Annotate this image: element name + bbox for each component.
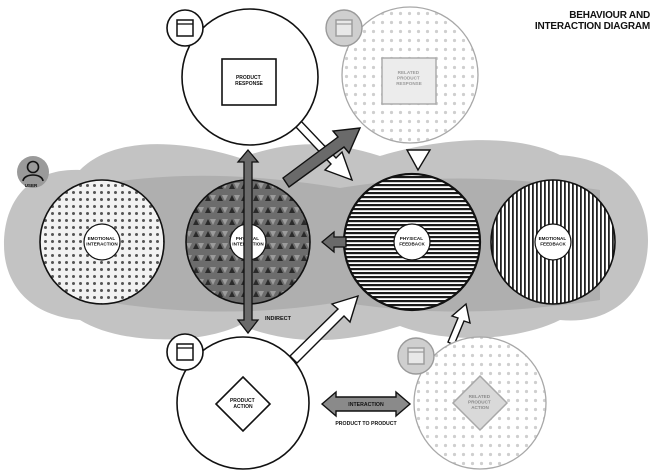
- physical-feedback-label: PHYSICAL FEEDBACK: [399, 236, 425, 247]
- diagram-title-line2: INTERACTION DIAGRAM: [534, 21, 650, 32]
- product-to-product-label: PRODUCT TO PRODUCT: [335, 421, 397, 427]
- product-action-diamond: [214, 375, 272, 433]
- physical-feedback-core: [393, 223, 431, 261]
- product-response-window-icon[interactable]: [166, 9, 204, 47]
- user-label: USER: [25, 183, 38, 188]
- arrow-interaction-vertical: [236, 148, 260, 335]
- product-response-label: PRODUCT RESPONSE: [235, 75, 263, 87]
- emotional-interaction-label: EMOTIONAL INTERACTION: [86, 236, 118, 247]
- related-product-action-diamond: [451, 374, 509, 432]
- related-product-action-label: RELATED PRODUCT ACTION: [468, 394, 492, 410]
- interaction-double-arrow[interactable]: [320, 390, 412, 418]
- product-response-box: [221, 58, 277, 106]
- related-product-response-box: [381, 57, 437, 105]
- related-product-response-label: RELATED PRODUCT RESPONSE: [396, 70, 422, 86]
- product-action-label: PRODUCT ACTION: [230, 398, 256, 410]
- interaction-label: INTERACTION: [348, 402, 384, 408]
- related-response-window-icon[interactable]: [325, 9, 363, 47]
- emotional-feedback-label: EMOTIONAL FEEDBACK: [539, 236, 568, 247]
- diagram-title: BEHAVIOUR AND INTERACTION DIAGRAM: [535, 10, 650, 32]
- arrow-feedback-to-interaction: [320, 230, 347, 254]
- diagram-title-line1: BEHAVIOUR AND: [569, 10, 650, 21]
- product-action-window-icon[interactable]: [166, 333, 204, 371]
- emotional-feedback-core: [534, 223, 572, 261]
- arrow-related-response-down: [405, 149, 432, 172]
- user-icon[interactable]: [17, 156, 49, 188]
- arrow-interaction-to-related-response: [282, 127, 362, 188]
- indirect-label: INDIRECT: [265, 316, 292, 322]
- arrow-action-to-feedback: [289, 294, 360, 364]
- emotional-interaction-core: [83, 223, 121, 261]
- related-action-window-icon[interactable]: [397, 337, 435, 375]
